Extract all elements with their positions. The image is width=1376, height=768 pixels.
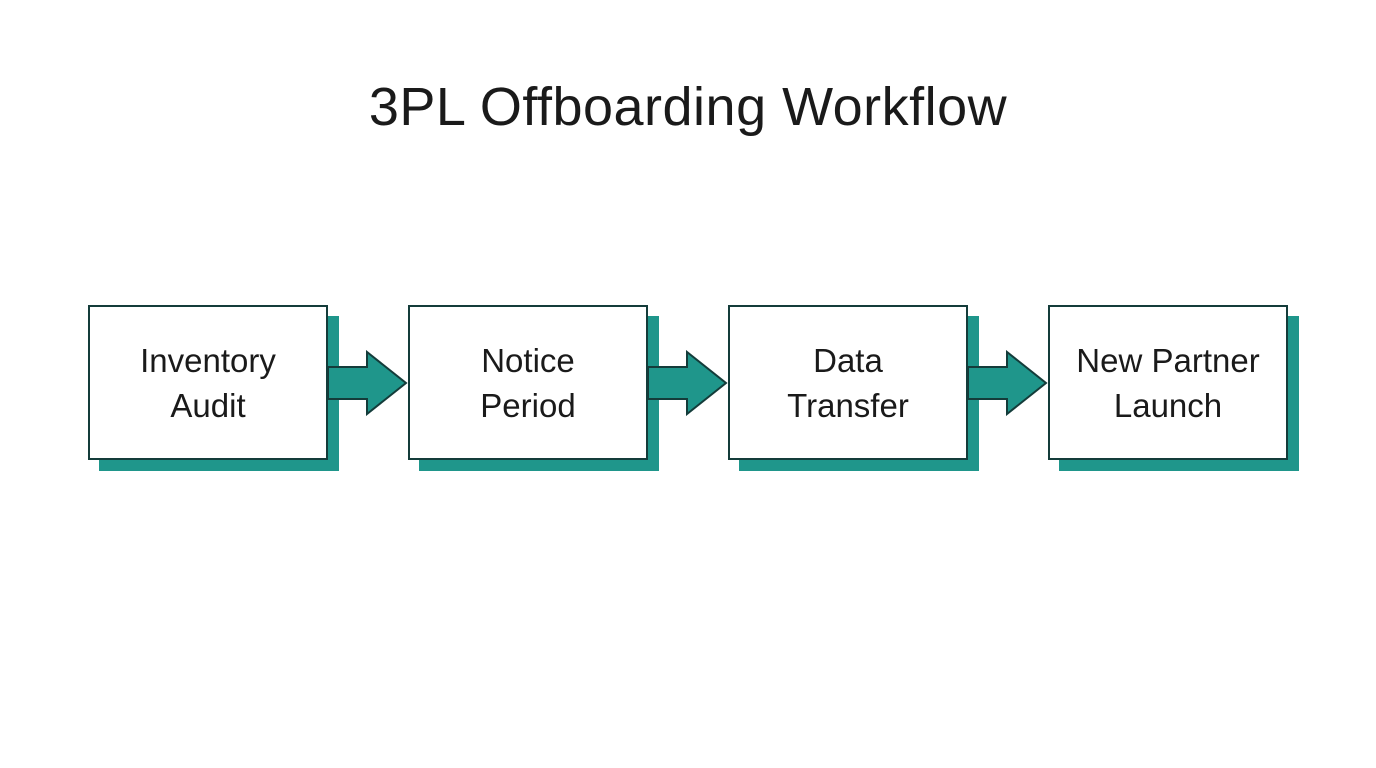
workflow-diagram: Inventory Audit Notice Period Data Trans… [88,305,1288,460]
flow-step-label: Notice Period [480,341,576,424]
flow-step-label: Inventory Audit [140,341,276,424]
flow-step-label: New Partner Launch [1076,341,1260,424]
flow-step-data-transfer: Data Transfer [728,305,968,460]
flow-step-inventory-audit: Inventory Audit [88,305,328,460]
flow-arrow-icon [328,349,408,416]
flow-step-label: Data Transfer [787,341,909,424]
flow-step-notice-period: Notice Period [408,305,648,460]
flow-arrow-icon [648,349,728,416]
page-title: 3PL Offboarding Workflow [368,77,1008,137]
flow-step-new-partner-launch: New Partner Launch [1048,305,1288,460]
flow-arrow-icon [968,349,1048,416]
